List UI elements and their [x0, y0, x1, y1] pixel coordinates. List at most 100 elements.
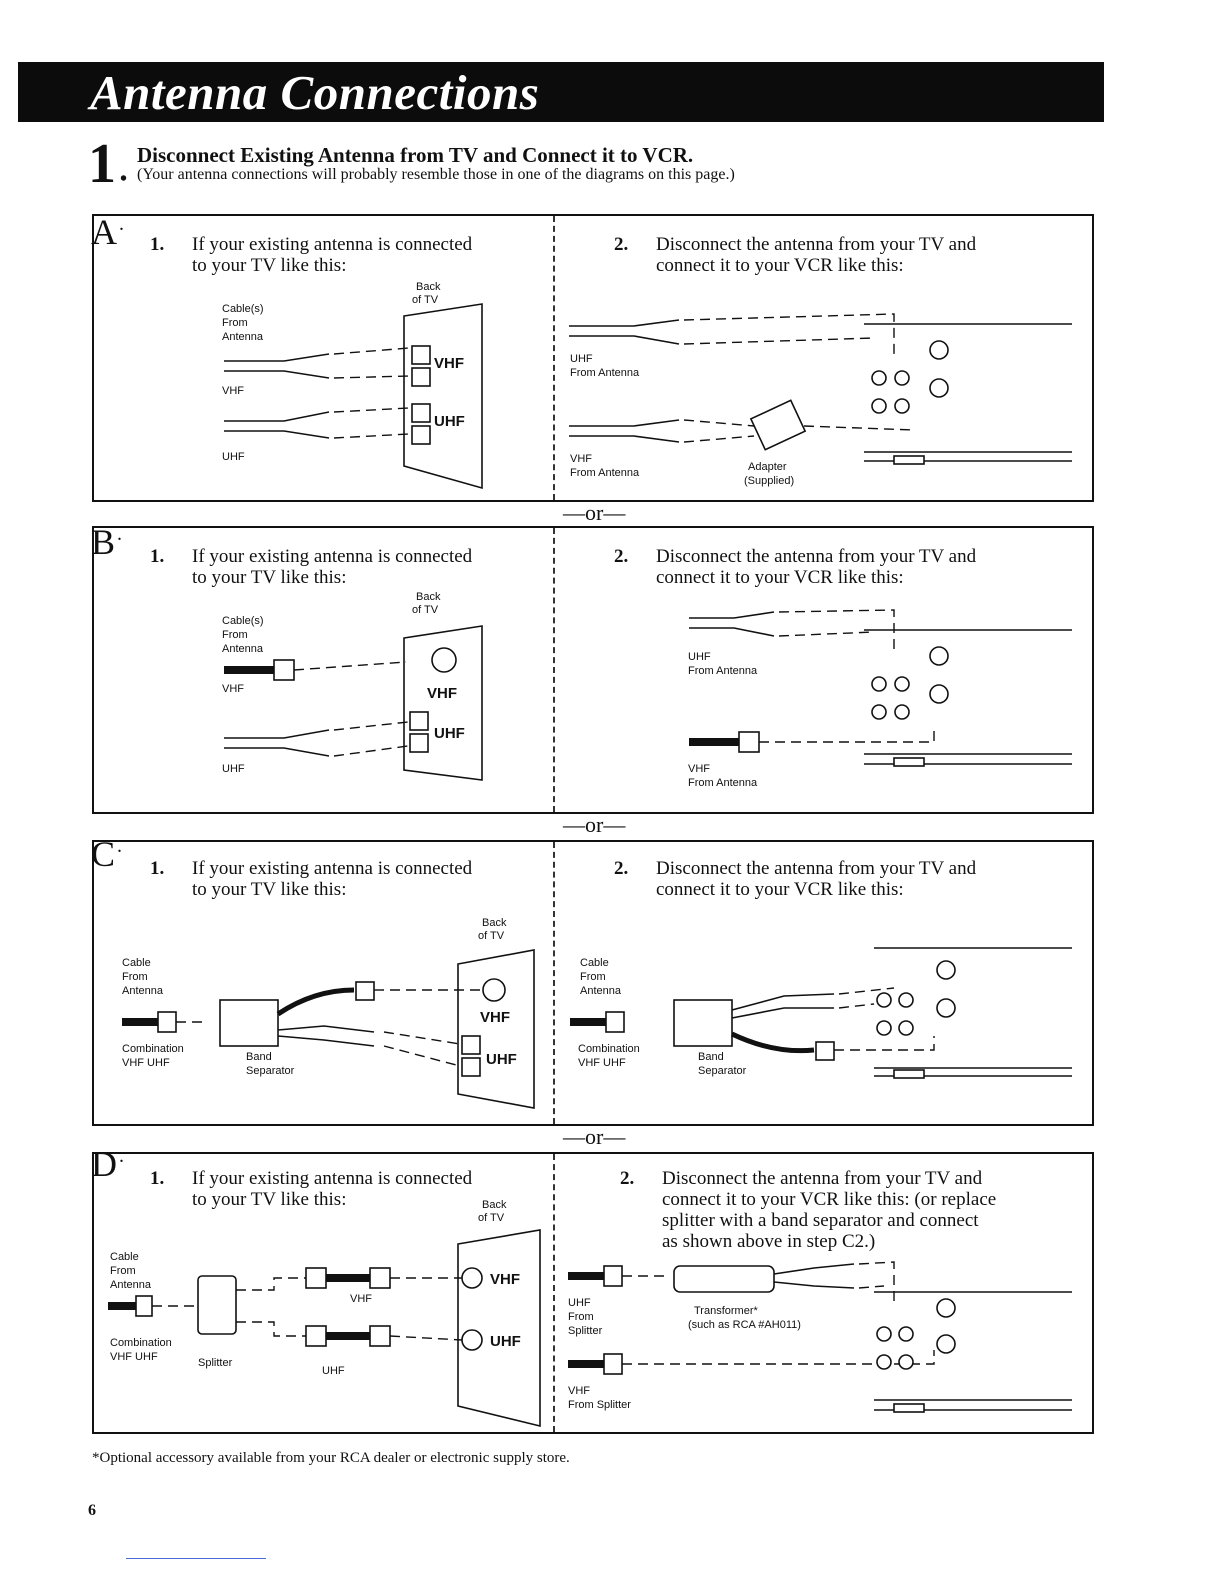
svg-text:Back: Back: [482, 1199, 507, 1211]
section-a-letter: A.: [91, 212, 124, 252]
svg-text:Cable: Cable: [580, 957, 609, 969]
svg-text:From Antenna: From Antenna: [688, 665, 758, 677]
svg-text:From Antenna: From Antenna: [688, 777, 758, 789]
svg-text:UHF: UHF: [222, 451, 245, 463]
svg-text:Antenna: Antenna: [222, 643, 264, 655]
page-title: Antenna Connections: [90, 65, 540, 120]
band-separator: [673, 999, 733, 1047]
splitter: [197, 1275, 237, 1335]
section-a-diagram: Back of TV Cable(s) From Antenna VHF UHF…: [222, 281, 1072, 490]
svg-text:Separator: Separator: [246, 1065, 295, 1077]
vcr-body: [864, 323, 1072, 462]
section-b-diagram: Back of TV Cable(s) From Antenna VHF UHF…: [222, 591, 1072, 789]
svg-text:Splitter: Splitter: [198, 1357, 233, 1369]
svg-text:From: From: [580, 971, 606, 983]
svg-text:UHF: UHF: [688, 651, 711, 663]
svg-text:VHF: VHF: [480, 1009, 510, 1026]
svg-text:VHF: VHF: [434, 355, 464, 372]
svg-text:VHF: VHF: [427, 685, 457, 702]
step-heading: Disconnect Existing Antenna from TV and …: [137, 143, 694, 167]
svg-text:From: From: [222, 317, 248, 329]
svg-text:Cable: Cable: [122, 957, 151, 969]
svg-text:Antenna: Antenna: [122, 985, 164, 997]
back-of-tv-label: Back: [416, 281, 441, 293]
svg-text:VHF UHF: VHF UHF: [110, 1351, 158, 1363]
svg-text:Adapter: Adapter: [748, 461, 787, 473]
svg-text:Transformer*: Transformer*: [694, 1305, 758, 1317]
svg-text:(Supplied): (Supplied): [744, 475, 794, 487]
svg-text:VHF UHF: VHF UHF: [122, 1057, 170, 1069]
section-c-panel: 1. If your existing antenna is connected…: [92, 840, 1094, 1126]
step-dot: •: [120, 168, 128, 190]
panel-divider: [553, 216, 555, 500]
svg-text:VHF: VHF: [570, 453, 592, 465]
svg-text:Cable: Cable: [110, 1251, 139, 1263]
section-c-diagram: Back of TV Cable From Antenna VHF UHF Co…: [122, 917, 1072, 1109]
svg-text:Combination: Combination: [578, 1043, 640, 1055]
svg-text:Band: Band: [246, 1051, 272, 1063]
svg-text:From: From: [568, 1311, 594, 1323]
tv-back-panel: [403, 303, 483, 490]
svg-text:UHF: UHF: [490, 1333, 521, 1350]
svg-text:UHF: UHF: [570, 353, 593, 365]
svg-text:Splitter: Splitter: [568, 1325, 603, 1337]
svg-text:Antenna: Antenna: [580, 985, 622, 997]
panel-divider: [553, 528, 555, 812]
svg-text:VHF: VHF: [222, 683, 244, 695]
svg-text:UHF: UHF: [322, 1365, 345, 1377]
svg-text:of TV: of TV: [412, 604, 439, 616]
svg-text:VHF UHF: VHF UHF: [578, 1057, 626, 1069]
svg-text:UHF: UHF: [434, 413, 465, 430]
svg-text:UHF: UHF: [568, 1297, 591, 1309]
svg-text:of TV: of TV: [478, 930, 505, 942]
svg-text:VHF: VHF: [568, 1385, 590, 1397]
or-separator: —or—: [563, 1124, 626, 1149]
bottom-rule: [126, 1558, 266, 1559]
svg-text:(such as RCA #AH011): (such as RCA #AH011): [688, 1319, 801, 1331]
svg-text:Combination: Combination: [122, 1043, 184, 1055]
step-number: 1: [88, 133, 116, 195]
svg-text:Separator: Separator: [698, 1065, 747, 1077]
vcr-body: [874, 947, 1072, 1077]
svg-text:Antenna: Antenna: [110, 1279, 152, 1291]
transformer: [673, 1265, 775, 1293]
svg-text:From: From: [110, 1265, 136, 1277]
svg-text:VHF: VHF: [688, 763, 710, 775]
panel-divider: [553, 1154, 555, 1432]
panel-divider: [553, 842, 555, 1124]
svg-text:Band: Band: [698, 1051, 724, 1063]
vcr-body: [864, 629, 1072, 765]
svg-text:Antenna: Antenna: [222, 331, 264, 343]
page-number: 6: [88, 1502, 96, 1519]
tv-back-panel: [457, 1229, 541, 1428]
svg-text:UHF: UHF: [434, 725, 465, 742]
svg-text:From Splitter: From Splitter: [568, 1399, 631, 1411]
svg-text:UHF: UHF: [222, 763, 245, 775]
section-d-panel: 1. If your existing antenna is connected…: [92, 1152, 1094, 1434]
cable-label: Cable(s): [222, 303, 264, 315]
svg-text:VHF: VHF: [222, 385, 244, 397]
adapter: [749, 399, 807, 451]
svg-text:Back: Back: [482, 917, 507, 929]
footnote: *Optional accessory available from your …: [92, 1450, 570, 1466]
section-d-diagram: Back of TV Cable From Antenna VHF UHF VH…: [108, 1199, 1072, 1428]
svg-text:Back: Back: [416, 591, 441, 603]
step-subheading: (Your antenna connections will probably …: [137, 166, 735, 183]
band-separator: [219, 999, 279, 1047]
vcr-body: [874, 1291, 1072, 1411]
section-a-panel: 1. If your existing antenna is connected…: [92, 214, 1094, 502]
svg-text:From Antenna: From Antenna: [570, 367, 640, 379]
svg-text:VHF: VHF: [350, 1293, 372, 1305]
section-c-letter: C.: [91, 834, 123, 874]
section-b-letter: B.: [91, 522, 123, 562]
svg-text:From: From: [122, 971, 148, 983]
tv-back-panel: [457, 949, 535, 1109]
or-separator: —or—: [563, 500, 626, 525]
title-banner: Antenna Connections: [18, 62, 1104, 122]
svg-text:From Antenna: From Antenna: [570, 467, 640, 479]
svg-text:Cable(s): Cable(s): [222, 615, 264, 627]
section-b-panel: 1. If your existing antenna is connected…: [92, 526, 1094, 814]
back-of-tv-label-2: of TV: [412, 294, 439, 306]
svg-text:From: From: [222, 629, 248, 641]
or-separator: —or—: [563, 812, 626, 837]
